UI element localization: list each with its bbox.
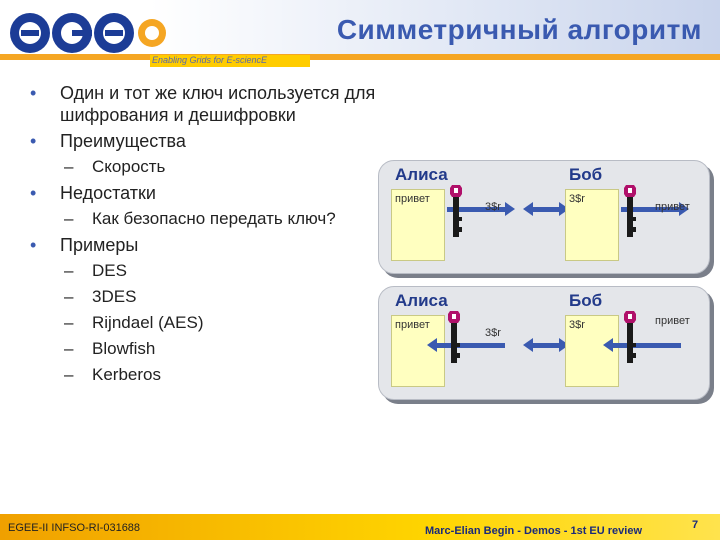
bullet-text: Один и тот же ключ используется для шифр… <box>60 83 376 125</box>
sub-bullet-item: –Скорость <box>30 156 390 178</box>
header-band <box>150 0 720 55</box>
encryption-diagram: Алиса Боб привет 3$r 3$r привет <box>378 160 710 274</box>
sub-bullet-text: Kerberos <box>92 365 161 384</box>
sub-bullet-dash: – <box>64 365 74 384</box>
alice-label: Алиса <box>395 291 448 310</box>
key-icon <box>450 185 462 237</box>
sub-bullet-item: –Kerberos <box>30 364 390 386</box>
decrypt-arrow <box>621 202 689 216</box>
ciphertext-label: 3$r <box>485 201 501 213</box>
transfer-arrow <box>523 338 569 352</box>
sub-bullet-dash: – <box>64 313 74 332</box>
header-rule <box>0 54 720 60</box>
footer-presenter: Marc-Elian Begin - Demos - 1st EU review <box>425 525 643 537</box>
sub-bullet-dash: – <box>64 209 74 228</box>
sub-bullet-dash: – <box>64 339 74 358</box>
plaintext-label: привет <box>655 201 690 213</box>
key-icon <box>448 311 460 363</box>
bullet-dot: • <box>30 235 37 255</box>
sub-bullet-text: Blowfish <box>92 339 156 358</box>
sub-bullet-dash: – <box>64 157 74 176</box>
tagline-bar <box>150 55 310 67</box>
sub-bullet-item: –Rijndael (AES) <box>30 312 390 334</box>
bullet-text: Примеры <box>60 235 139 255</box>
bullet-text: Преимущества <box>60 131 186 151</box>
sub-bullet-text: Скорость <box>92 157 166 176</box>
bullet-item: • Один и тот же ключ используется для шиф… <box>30 82 390 126</box>
decryption-diagram: Алиса Боб привет 3$r 3$r привет <box>378 286 710 400</box>
key-icon <box>624 185 636 237</box>
sub-bullet-item: –3DES <box>30 286 390 308</box>
page-number: 7 <box>692 519 699 531</box>
sub-bullet-item: –DES <box>30 260 390 282</box>
bob-label: Боб <box>569 165 603 184</box>
encrypt-arrow <box>603 338 681 352</box>
sub-bullet-item: –Blowfish <box>30 338 390 360</box>
slide-title: Симметричный алгоритм <box>336 14 702 45</box>
slide-header: Симметричный алгоритм Enabling Grids for… <box>0 0 720 70</box>
key-icon <box>624 311 636 363</box>
bullet-item: • Преимущества <box>30 130 390 152</box>
tagline: Enabling Grids for E-sciencE <box>152 55 268 65</box>
alice-label: Алиса <box>395 165 448 184</box>
plaintext-label: привет <box>655 315 690 327</box>
slide-footer: EGEE-II INFSO-RI-031688 Marc-Elian Begin… <box>0 514 720 540</box>
bullet-list: • Один и тот же ключ используется для шиф… <box>30 82 390 390</box>
ciphertext-label: 3$r <box>485 327 501 339</box>
sub-bullet-dash: – <box>64 287 74 306</box>
sub-bullet-item: –Как безопасно передать ключ? <box>30 208 390 230</box>
plaintext-note: привет <box>391 189 445 261</box>
bullet-dot: • <box>30 183 37 203</box>
egee-logo <box>10 13 166 53</box>
sub-bullet-dash: – <box>64 261 74 280</box>
bullet-text: Недостатки <box>60 183 156 203</box>
sub-bullet-text: 3DES <box>92 287 137 306</box>
bullet-item: • Примеры <box>30 234 390 256</box>
encrypt-arrow <box>447 202 515 216</box>
bullet-item: • Недостатки <box>30 182 390 204</box>
sub-bullet-text: Как безопасно передать ключ? <box>92 209 336 228</box>
ciphertext-note: 3$r <box>565 189 619 261</box>
bob-label: Боб <box>569 291 603 310</box>
sub-bullet-text: Rijndael (AES) <box>92 313 204 332</box>
transfer-arrow <box>523 202 569 216</box>
sub-bullet-text: DES <box>92 261 127 280</box>
decrypt-arrow <box>427 338 505 352</box>
bullet-dot: • <box>30 131 37 151</box>
footer-project-id: EGEE-II INFSO-RI-031688 <box>8 522 141 534</box>
bullet-dot: • <box>30 83 37 103</box>
